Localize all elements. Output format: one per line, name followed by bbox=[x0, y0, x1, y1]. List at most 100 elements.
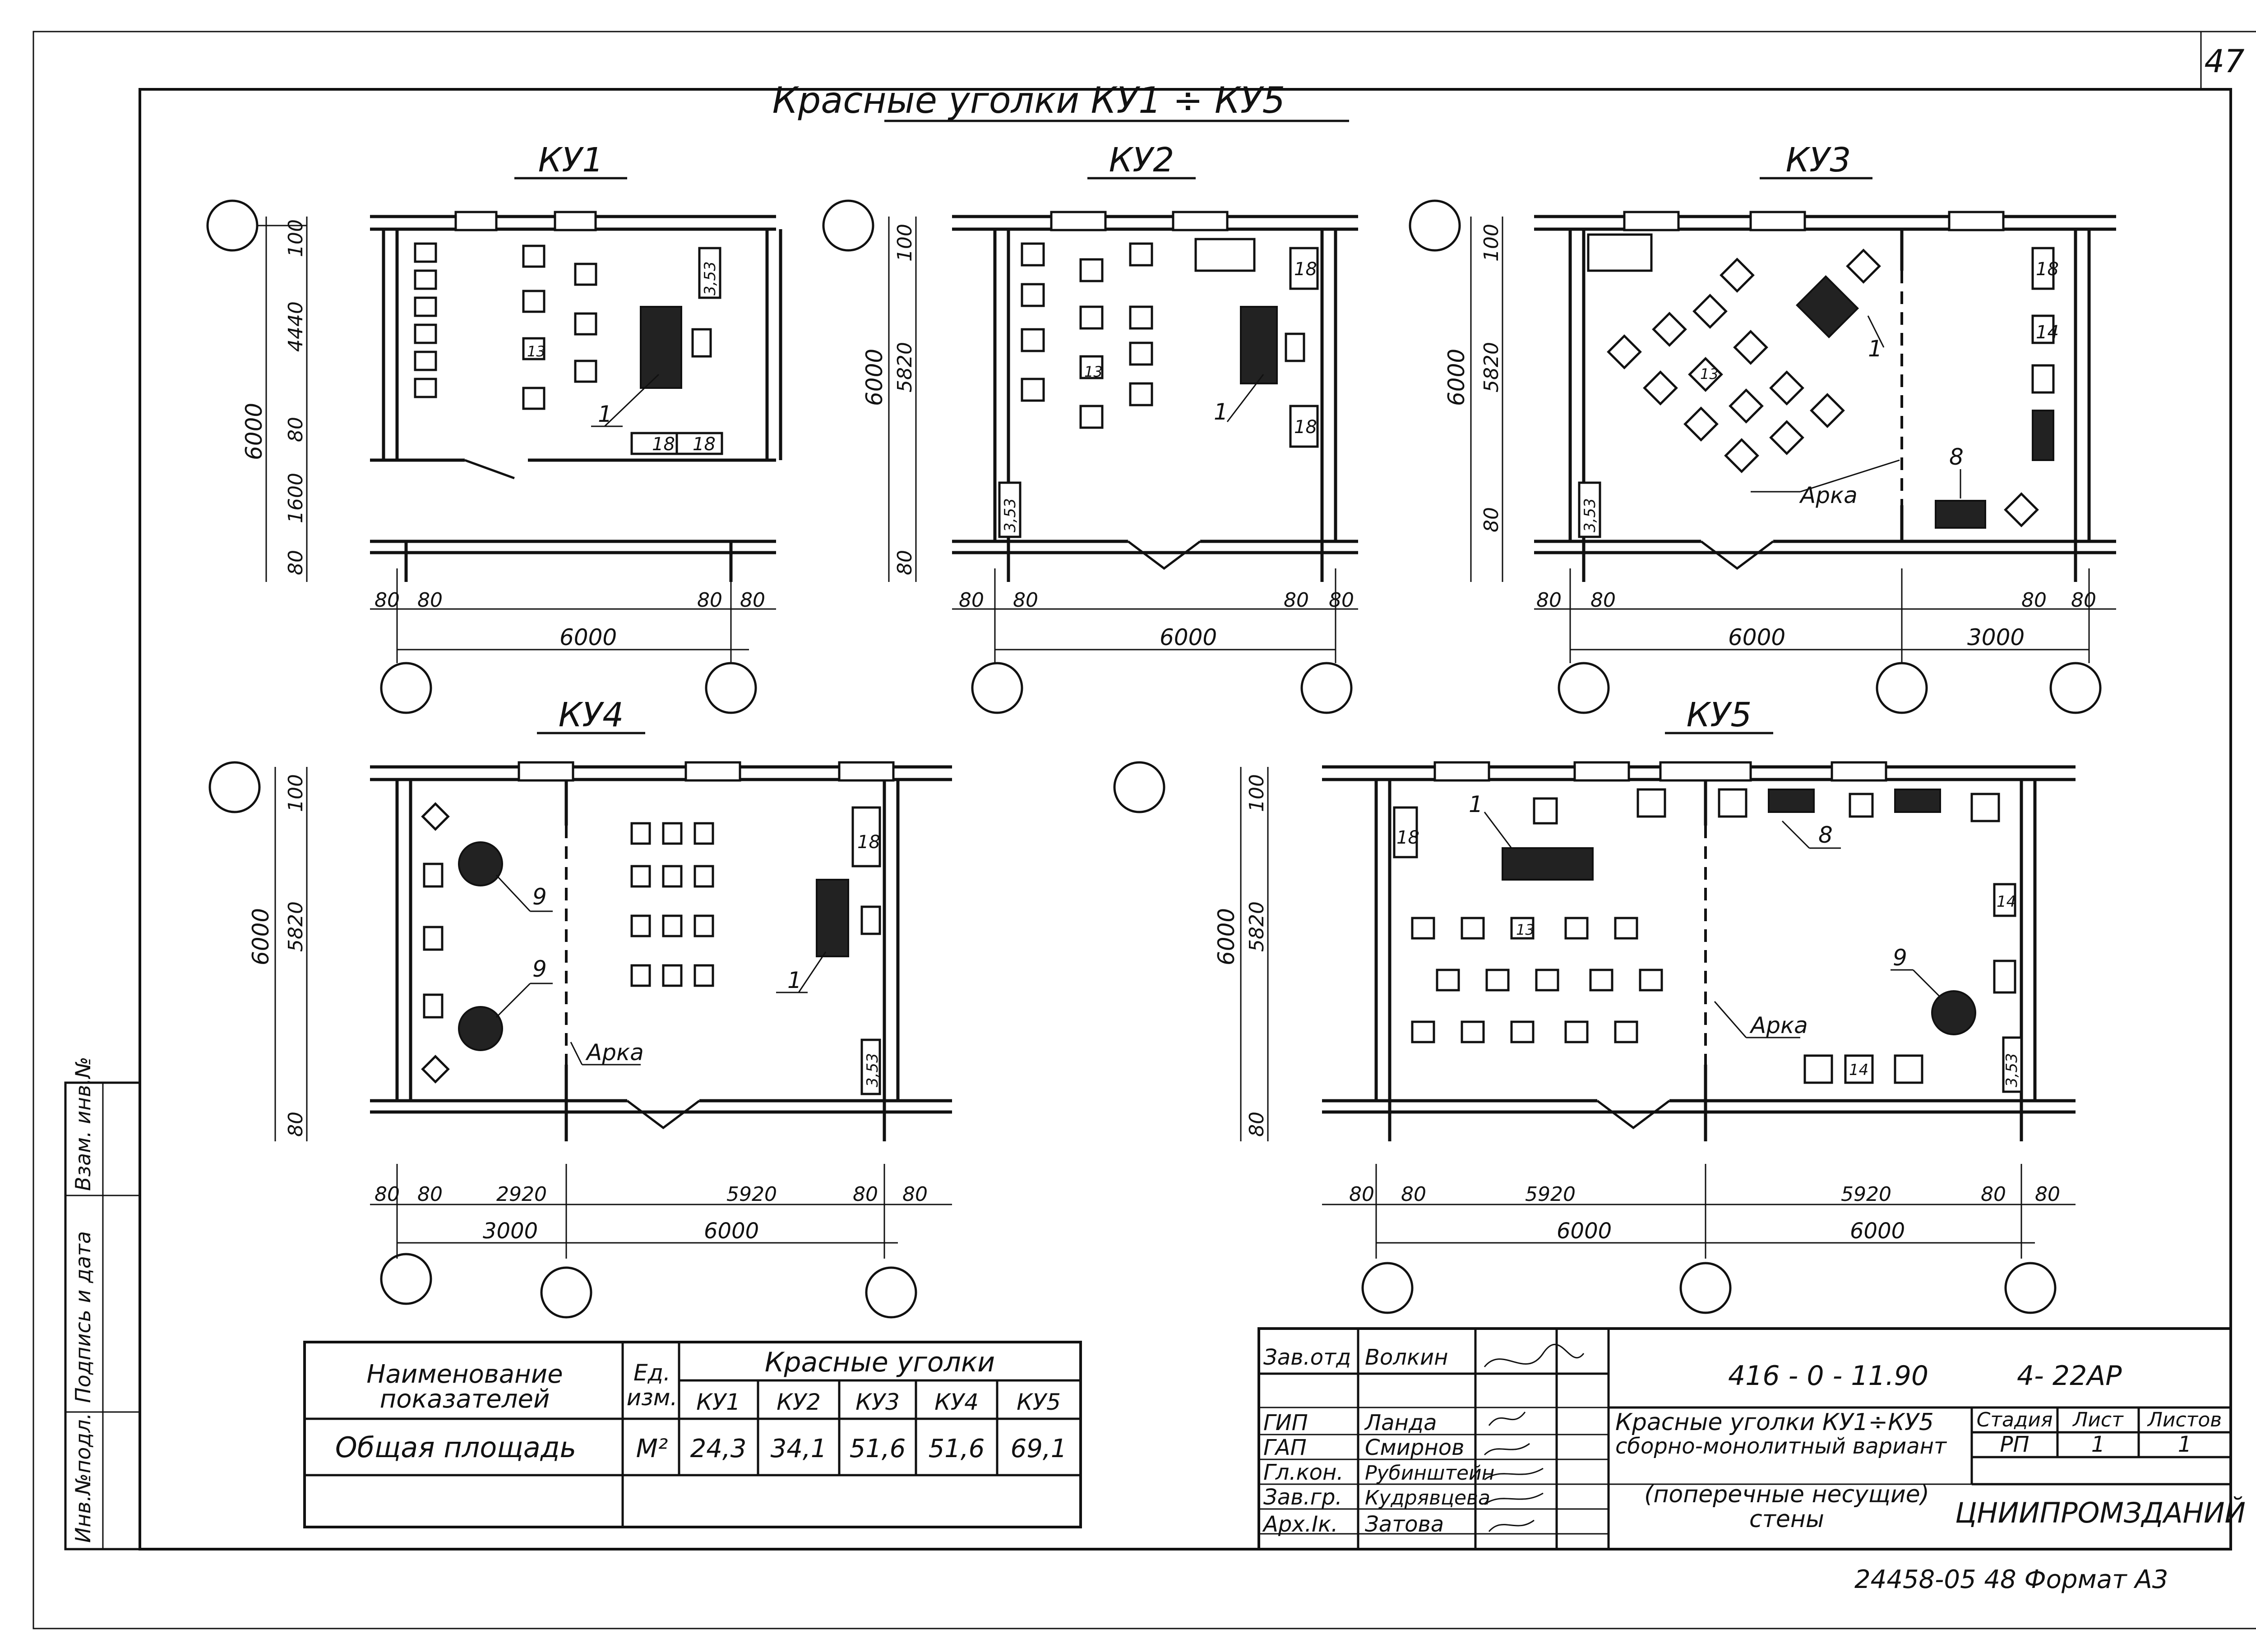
dim: 80 bbox=[740, 589, 765, 612]
dim: 80 bbox=[1329, 589, 1354, 612]
plan-ku4: КУ4 bbox=[208, 696, 952, 1319]
dim: 4440 bbox=[284, 301, 307, 352]
leader-label: 1 bbox=[787, 967, 802, 993]
dim: 80 bbox=[374, 1183, 400, 1206]
dim: 80 bbox=[1536, 589, 1562, 612]
leader-label: 9 bbox=[1893, 945, 1907, 971]
tag: 14 bbox=[2036, 322, 2059, 343]
dim: 80 bbox=[374, 589, 400, 612]
leader-label: 8 bbox=[1818, 822, 1833, 848]
tag: 3,53 bbox=[1581, 498, 1599, 532]
tag: 18 bbox=[2036, 259, 2059, 280]
dim: 6000 bbox=[1443, 349, 1470, 406]
role-label: ГИП bbox=[1263, 1410, 1308, 1435]
dim: 80 bbox=[1981, 1183, 2006, 1206]
dim: 100 bbox=[1245, 774, 1268, 812]
tag: 13 bbox=[527, 343, 546, 360]
person-name: Затова bbox=[1365, 1512, 1444, 1537]
dim: 80 bbox=[853, 1183, 878, 1206]
dim: 5820 bbox=[893, 342, 916, 392]
dim: 80 bbox=[284, 550, 307, 575]
role-label: Арх.Iк. bbox=[1262, 1512, 1338, 1537]
leader-label: Арка bbox=[1799, 482, 1858, 508]
table-group-header: Красные уголки bbox=[765, 1347, 995, 1378]
plan-title: КУ5 bbox=[1687, 696, 1752, 734]
table-col-header: КУ2 bbox=[777, 1389, 821, 1415]
tag: 13 bbox=[1516, 921, 1535, 938]
leader-label: 8 bbox=[1949, 444, 1964, 470]
tag: 13 bbox=[1084, 363, 1103, 380]
tag: 18 bbox=[693, 434, 716, 455]
stage-label: Стадия bbox=[1977, 1408, 2053, 1431]
table-col-header: КУ3 bbox=[855, 1389, 900, 1415]
dim: 6000 bbox=[1213, 908, 1239, 965]
leader-label: 1 bbox=[1469, 791, 1483, 817]
table-unit: М² bbox=[636, 1434, 668, 1463]
dim: 6000 bbox=[1557, 1218, 1612, 1244]
table-cell: 69,1 bbox=[1011, 1434, 1067, 1463]
doc-code: 416 - 0 - 11.90 bbox=[1728, 1360, 1928, 1392]
dim: 5920 bbox=[1841, 1183, 1891, 1206]
table-cell: 24,3 bbox=[690, 1434, 747, 1463]
dim: 80 bbox=[893, 550, 916, 575]
dim: 80 bbox=[697, 589, 722, 612]
tag: 13 bbox=[1700, 365, 1719, 383]
dim: 80 bbox=[902, 1183, 928, 1206]
plan-ku1: КУ1 bbox=[206, 141, 782, 714]
dim: 6000 bbox=[559, 624, 617, 651]
table-cell: 51,6 bbox=[929, 1434, 985, 1463]
dim: 80 bbox=[959, 589, 984, 612]
dim: 5820 bbox=[1480, 342, 1503, 392]
sheet-title: Красные уголки КУ1 ÷ КУ5 bbox=[772, 79, 1285, 121]
role-label: Зав.гр. bbox=[1263, 1485, 1342, 1510]
tag: 3,53 bbox=[864, 1053, 882, 1087]
dim: 6000 bbox=[241, 403, 267, 460]
leader-label: Арка bbox=[585, 1039, 644, 1066]
person-name: Кудрявцева bbox=[1365, 1486, 1490, 1509]
tag: 18 bbox=[1294, 259, 1317, 280]
table-col-header: КУ4 bbox=[934, 1389, 979, 1415]
leader-label: Арка bbox=[1749, 1012, 1808, 1038]
dim: 3000 bbox=[1967, 624, 2025, 651]
description-line: (поперечные несущие) bbox=[1644, 1481, 1929, 1508]
tag: 18 bbox=[857, 832, 880, 853]
description-line: сборно-монолитный вариант bbox=[1615, 1434, 1947, 1459]
tag: 3,53 bbox=[1001, 498, 1019, 532]
dim: 80 bbox=[284, 1112, 307, 1137]
leader-label: 1 bbox=[1868, 336, 1882, 362]
signatures bbox=[1484, 1343, 1585, 1532]
dim: 6000 bbox=[1728, 624, 1785, 651]
plan-title: КУ3 bbox=[1786, 141, 1851, 180]
tag: 14 bbox=[1849, 1061, 1868, 1079]
tag: 18 bbox=[1396, 827, 1419, 848]
leader-label: 9 bbox=[532, 956, 547, 982]
dim: 80 bbox=[1349, 1183, 1374, 1206]
title-block bbox=[1257, 1327, 2232, 1550]
leader-label: 9 bbox=[532, 884, 547, 910]
dim: 6000 bbox=[861, 349, 888, 406]
dim: 100 bbox=[284, 774, 307, 812]
table-cell: 51,6 bbox=[850, 1434, 906, 1463]
dim: 80 bbox=[417, 589, 443, 612]
dim: 6000 bbox=[704, 1218, 759, 1244]
table-cell: 34,1 bbox=[771, 1434, 827, 1463]
dim: 5920 bbox=[1525, 1183, 1576, 1206]
sheet-code: 4- 22АР bbox=[2017, 1360, 2122, 1392]
tag: 3,53 bbox=[2003, 1053, 2021, 1087]
table-col2-header: Ед.изм. bbox=[627, 1360, 678, 1411]
sheets-label: Листов bbox=[2147, 1408, 2222, 1431]
tag: 3,53 bbox=[701, 261, 719, 295]
role-label: Гл.кон. bbox=[1263, 1460, 1344, 1485]
role-label: ГАП bbox=[1263, 1435, 1307, 1460]
dim: 5920 bbox=[726, 1183, 777, 1206]
dim: 80 bbox=[417, 1183, 443, 1206]
plan-ku2: КУ2 18 18 13 3,53 bbox=[822, 141, 1358, 714]
sheets-value: 1 bbox=[2178, 1432, 2192, 1457]
dim: 80 bbox=[1013, 589, 1038, 612]
description-line: Красные уголки КУ1÷КУ5 bbox=[1615, 1409, 1934, 1436]
plan-title: КУ4 bbox=[559, 696, 624, 734]
dim: 6000 bbox=[1850, 1218, 1905, 1244]
tag: 18 bbox=[1294, 417, 1317, 438]
dim: 3000 bbox=[483, 1218, 538, 1244]
